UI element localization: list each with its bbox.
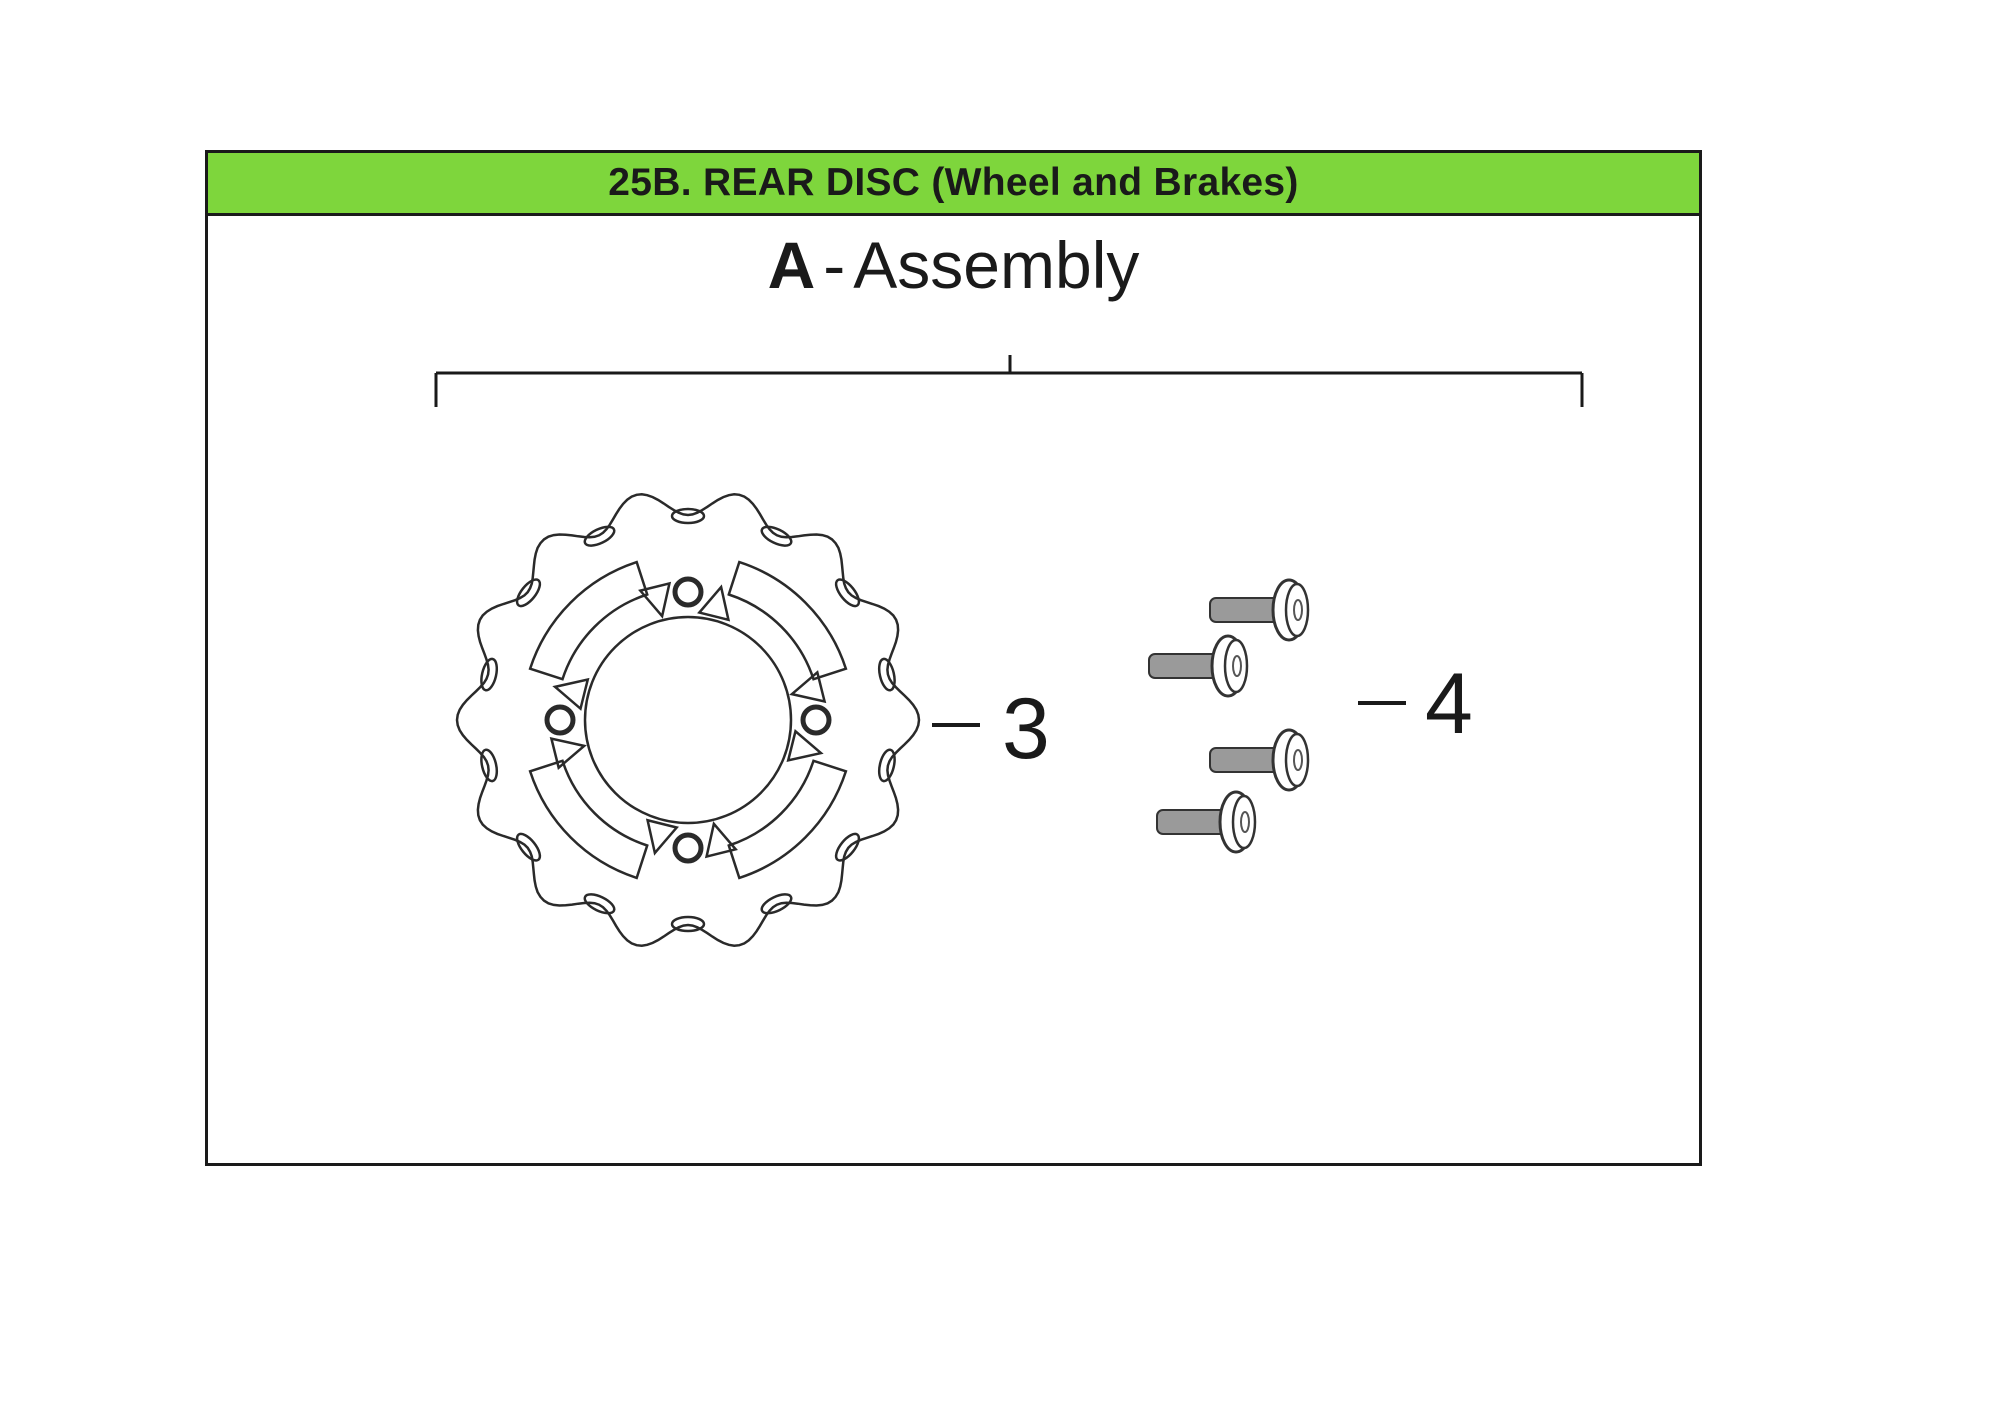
disc-triangle: [786, 729, 824, 763]
assembly-label: Assembly: [853, 228, 1140, 302]
disc-slot: [515, 832, 542, 862]
bolt-hex-socket: [1293, 749, 1303, 771]
bolt-hex-socket: [1232, 655, 1242, 677]
header-bar: 25B. REAR DISC (Wheel and Brakes): [208, 153, 1699, 216]
disc-mounting-hole: [800, 704, 832, 736]
disc-slot: [834, 578, 861, 608]
disc-slot: [670, 507, 706, 525]
bolt-head-face: [1223, 638, 1249, 694]
disc-slot: [834, 832, 861, 862]
brake-disc-icon: [455, 493, 921, 947]
disc-slot: [760, 893, 793, 915]
disc-outer-edge: [455, 493, 921, 947]
disc-triangle: [645, 818, 679, 856]
disc-cutout: [727, 759, 848, 880]
disc-mounting-hole: [544, 704, 576, 736]
disc-triangle: [549, 736, 587, 770]
bolt-icon: [1156, 790, 1257, 854]
bolt-hex-socket: [1293, 599, 1303, 621]
assembly-title: A-Assembly: [208, 227, 1699, 303]
disc-cutout: [528, 759, 649, 880]
assembly-bracket: [434, 355, 1584, 407]
disc-mounting-hole: [672, 832, 704, 864]
disc-slot: [480, 748, 499, 783]
disc-center-bore: [583, 615, 793, 825]
diagram-frame: 25B. REAR DISC (Wheel and Brakes) A-Asse…: [205, 150, 1702, 1166]
bolt-hex-socket: [1240, 811, 1250, 833]
bolt-icon: [1209, 728, 1310, 792]
callout-4: 4: [1358, 656, 1473, 752]
disc-slot: [877, 657, 896, 692]
callout-4-label: 4: [1425, 656, 1473, 752]
disc-slot: [583, 525, 616, 547]
disc-slot: [583, 893, 616, 915]
disc-slot: [480, 657, 499, 692]
bolt-group: [1148, 578, 1310, 854]
disc-triangle: [789, 670, 827, 704]
disc-slot: [877, 748, 896, 783]
disc-triangle: [697, 584, 731, 622]
bolt-head-face: [1284, 732, 1310, 788]
bolt-head-face: [1231, 794, 1257, 850]
disc-slot: [670, 915, 706, 933]
callout-3-label: 3: [1002, 681, 1050, 777]
disc-cutout: [727, 560, 848, 681]
bolt-icon: [1209, 578, 1310, 642]
disc-slot: [760, 525, 793, 547]
disc-slot: [515, 578, 542, 608]
disc-mounting-hole: [672, 576, 704, 608]
assembly-separator: -: [823, 228, 846, 302]
disc-triangle: [552, 677, 590, 711]
bolt-icon: [1148, 634, 1249, 698]
disc-triangle: [638, 581, 672, 619]
page-title: 25B. REAR DISC (Wheel and Brakes): [608, 161, 1299, 204]
disc-triangle: [704, 821, 738, 859]
callout-3: 3: [932, 681, 1050, 777]
disc-cutout: [528, 560, 649, 681]
bolt-head-face: [1284, 582, 1310, 638]
assembly-letter: A: [767, 228, 816, 302]
